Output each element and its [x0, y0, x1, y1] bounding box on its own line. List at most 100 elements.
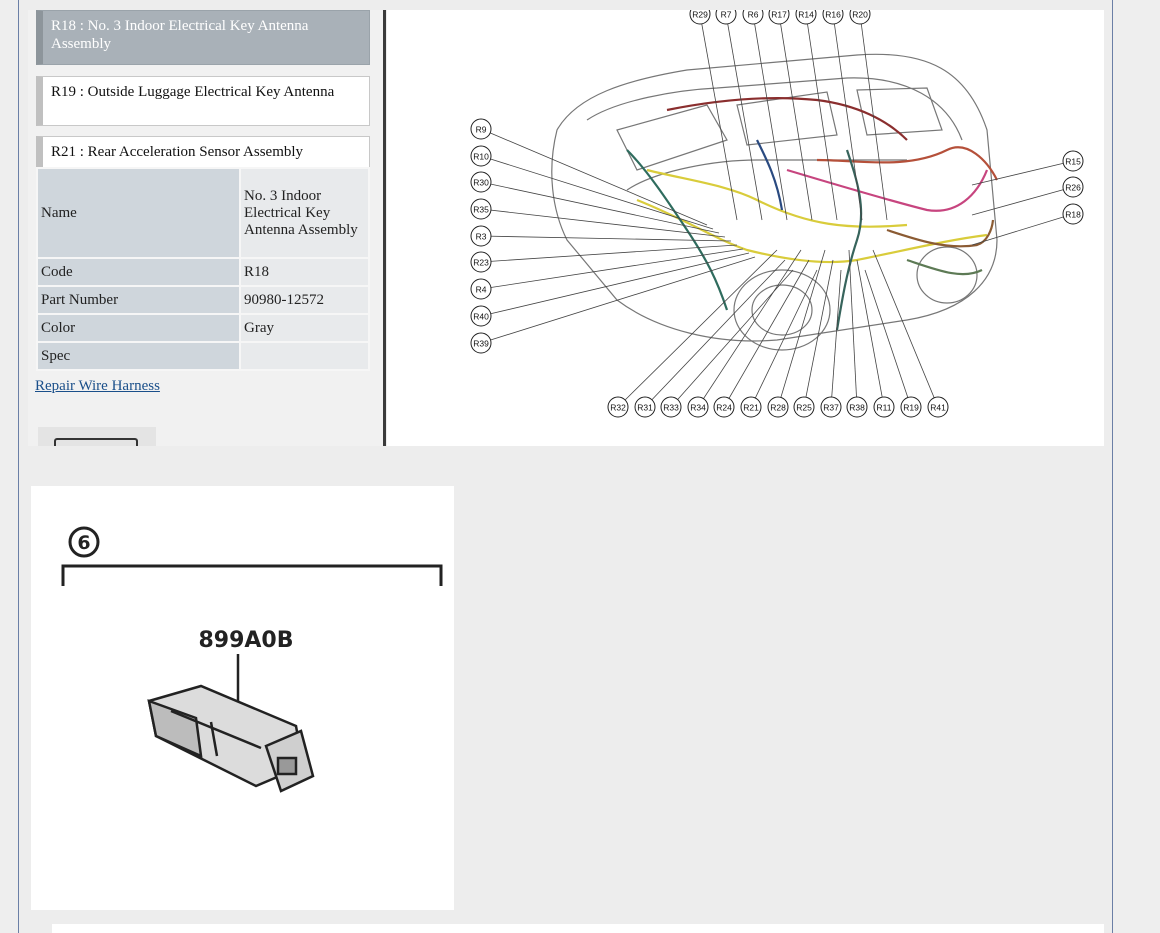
- connector-item-r18[interactable]: R18 : No. 3 Indoor Electrical Key Antenn…: [36, 10, 370, 65]
- callout-r38-label[interactable]: R38: [849, 403, 865, 413]
- callout-r35-label[interactable]: R35: [473, 205, 489, 215]
- callout-r20-bubble[interactable]: [849, 10, 871, 25]
- callout-leader-line: [752, 13, 788, 221]
- callout-r41-label[interactable]: R41: [930, 403, 946, 413]
- callout-leader-line: [480, 155, 714, 230]
- code-value: R18: [241, 259, 368, 285]
- callout-leader-line: [480, 208, 726, 238]
- callout-r38-bubble[interactable]: [846, 396, 868, 418]
- callout-r15-label[interactable]: R15: [1065, 157, 1081, 167]
- callout-r3-label[interactable]: R3: [476, 232, 487, 242]
- callout-r3-bubble[interactable]: [470, 225, 492, 247]
- callout-r14-bubble[interactable]: [795, 10, 817, 25]
- pane-divider[interactable]: [383, 10, 386, 446]
- part-number-value: 90980-12572: [241, 287, 368, 313]
- callout-r39-label[interactable]: R39: [473, 339, 489, 349]
- connector-shape-icon: [54, 438, 138, 446]
- table-row: Spec: [38, 343, 368, 369]
- callout-r11-bubble[interactable]: [873, 396, 895, 418]
- connector-item-r21[interactable]: R21 : Rear Acceleration Sensor Assembly: [36, 136, 370, 168]
- callout-r23-bubble[interactable]: [470, 251, 492, 273]
- callout-leader-line: [859, 13, 888, 221]
- callout-r10-bubble[interactable]: [470, 145, 492, 167]
- callout-leader-line: [856, 259, 885, 408]
- callout-r18-bubble[interactable]: [1062, 203, 1084, 225]
- connector-thumbnail[interactable]: [38, 427, 156, 446]
- table-row: Name No. 3 Indoor Electrical Key Antenna…: [38, 169, 368, 257]
- connector-details-table: Name No. 3 Indoor Electrical Key Antenna…: [36, 167, 370, 371]
- callout-r25-label[interactable]: R25: [796, 403, 812, 413]
- callout-r40-bubble[interactable]: [470, 305, 492, 327]
- callout-r21-bubble[interactable]: [740, 396, 762, 418]
- callout-r31-label[interactable]: R31: [637, 403, 653, 413]
- part-illustration: 6 899A0B: [61, 526, 443, 793]
- callout-r39-bubble[interactable]: [470, 332, 492, 354]
- callout-r32-bubble[interactable]: [607, 396, 629, 418]
- callout-r34-bubble[interactable]: [687, 396, 709, 418]
- callout-r24-label[interactable]: R24: [716, 403, 732, 413]
- connector-list-pane: R18 : No. 3 Indoor Electrical Key Antenn…: [28, 10, 384, 446]
- callout-r17-bubble[interactable]: [768, 10, 790, 25]
- antenna-part-drawing: [147, 684, 315, 793]
- callout-r14-label[interactable]: R14: [798, 10, 814, 20]
- callout-r11-label[interactable]: R11: [877, 403, 892, 413]
- callout-r24-bubble[interactable]: [713, 396, 735, 418]
- bottom-panel: [52, 924, 1104, 933]
- callout-r18-label[interactable]: R18: [1065, 210, 1081, 220]
- callout-r33-label[interactable]: R33: [663, 403, 679, 413]
- callout-leader-line: [864, 269, 912, 408]
- callout-leader-line: [971, 160, 1074, 186]
- callout-r9-label[interactable]: R9: [476, 125, 487, 135]
- callout-r4-bubble[interactable]: [470, 278, 492, 300]
- callout-r33-bubble[interactable]: [660, 396, 682, 418]
- callout-r6-label[interactable]: R6: [748, 10, 759, 20]
- callout-r25-bubble[interactable]: [793, 396, 815, 418]
- callout-leader-line: [830, 269, 842, 408]
- callout-r4-label[interactable]: R4: [476, 285, 487, 295]
- callout-r26-label[interactable]: R26: [1065, 183, 1081, 193]
- callout-r41-bubble[interactable]: [927, 396, 949, 418]
- callout-r28-label[interactable]: R28: [770, 403, 786, 413]
- callout-r40-label[interactable]: R40: [473, 312, 489, 322]
- callout-bracket: [61, 564, 443, 586]
- table-row: Code R18: [38, 259, 368, 285]
- callout-leader-line: [480, 235, 732, 242]
- callout-r16-bubble[interactable]: [822, 10, 844, 25]
- callout-r15-bubble[interactable]: [1062, 150, 1084, 172]
- callout-r19-label[interactable]: R19: [903, 403, 919, 413]
- callout-leader-line: [699, 13, 738, 221]
- connector-item-r19[interactable]: R19 : Outside Luggage Electrical Key Ant…: [36, 76, 370, 126]
- callout-r17-label[interactable]: R17: [771, 10, 787, 20]
- callout-r23-label[interactable]: R23: [473, 258, 489, 268]
- repair-wire-harness-link[interactable]: Repair Wire Harness: [35, 378, 160, 394]
- callout-r10-label[interactable]: R10: [473, 152, 489, 162]
- callout-r9-bubble[interactable]: [470, 118, 492, 140]
- callout-r30-label[interactable]: R30: [473, 178, 489, 188]
- callout-r28-bubble[interactable]: [767, 396, 789, 418]
- callout-leader-line: [805, 13, 838, 221]
- spec-label: Spec: [38, 343, 239, 369]
- callout-r19-bubble[interactable]: [900, 396, 922, 418]
- callout-r37-bubble[interactable]: [820, 396, 842, 418]
- callout-r29-bubble[interactable]: [689, 10, 711, 25]
- table-row: Color Gray: [38, 315, 368, 341]
- callout-leader-line: [725, 13, 763, 221]
- color-label: Color: [38, 315, 239, 341]
- callout-r30-bubble[interactable]: [470, 171, 492, 193]
- callout-leader-line: [750, 269, 818, 408]
- callout-r32-label[interactable]: R32: [610, 403, 626, 413]
- callout-r31-bubble[interactable]: [634, 396, 656, 418]
- callout-r7-bubble[interactable]: [715, 10, 737, 25]
- callout-leader-line: [778, 13, 813, 221]
- callout-r6-bubble[interactable]: [742, 10, 764, 25]
- callout-r7-label[interactable]: R7: [721, 10, 732, 20]
- callout-r35-bubble[interactable]: [470, 198, 492, 220]
- callout-r37-label[interactable]: R37: [823, 403, 839, 413]
- callout-r20-label[interactable]: R20: [852, 10, 868, 20]
- callout-leader-line: [832, 13, 863, 221]
- callout-r34-label[interactable]: R34: [690, 403, 706, 413]
- callout-r26-bubble[interactable]: [1062, 176, 1084, 198]
- callout-r16-label[interactable]: R16: [825, 10, 841, 20]
- callout-r29-label[interactable]: R29: [692, 10, 708, 20]
- callout-r21-label[interactable]: R21: [743, 403, 759, 413]
